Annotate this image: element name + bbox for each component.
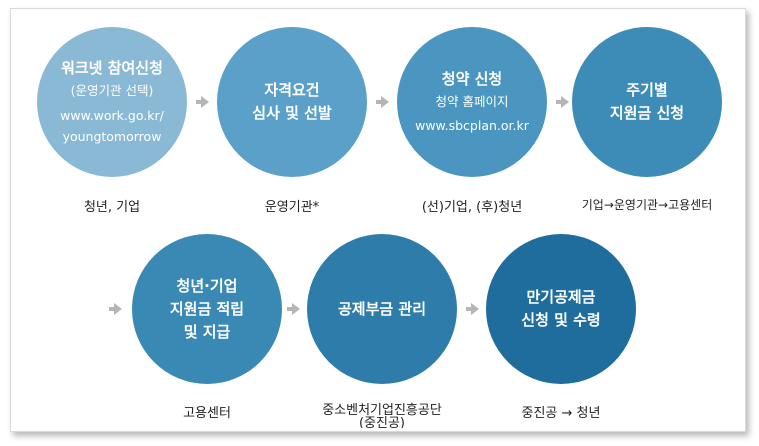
step-6-caption-extra: (중진공) xyxy=(358,416,406,428)
arrow-right-icon xyxy=(556,96,569,108)
step-2-caption: 운영기관* xyxy=(264,200,320,215)
step-circle-deduction-management: 공제부금 관리 xyxy=(307,234,457,384)
step-3-line-3: www.sbcplan.or.kr xyxy=(415,118,529,133)
step-5-caption: 고용센터 xyxy=(183,406,231,421)
step-circle-eligibility-screening: 자격요건 심사 및 선발 xyxy=(217,27,367,177)
step-5-line-1: 청년·기업 xyxy=(176,276,238,295)
arrow-right-icon xyxy=(196,96,209,108)
step-1-line-2: (운영기관 선택) xyxy=(70,83,154,98)
step-1-line-4: youngtomorrow xyxy=(62,129,162,144)
step-6-caption: 중소벤처기업진흥공단 xyxy=(322,403,442,418)
step-3-line-1: 청약 신청 xyxy=(441,70,503,88)
step-1-line-1: 워크넷 참여신청 xyxy=(61,59,163,77)
step-4-caption: 기업→운영기관→고용센터 xyxy=(581,198,713,212)
step-7-line-2: 신청 및 수령 xyxy=(521,311,601,329)
arrow-right-icon xyxy=(287,303,300,315)
step-7-caption: 중진공 → 청년 xyxy=(521,406,601,421)
step-circle-maturity-payment: 만기공제금 신청 및 수령 xyxy=(486,234,636,384)
arrow-right-icon xyxy=(109,303,122,315)
step-1-line-3: www.work.go.kr/ xyxy=(60,108,164,123)
step-2-line-2: 심사 및 선발 xyxy=(252,104,332,122)
arrow-right-icon xyxy=(376,96,389,108)
step-1-caption: 청년, 기업 xyxy=(83,200,141,215)
step-7-line-1: 만기공제금 xyxy=(526,288,596,306)
step-5-line-3: 및 지급 xyxy=(183,322,231,341)
step-circle-subscription-application: 청약 신청 청약 홈페이지 www.sbcplan.or.kr xyxy=(397,27,547,177)
step-4-line-2: 지원금 신청 xyxy=(609,104,685,122)
step-circle-worknet-application: 워크넷 참여신청 (운영기관 선택) www.work.go.kr/ young… xyxy=(37,27,187,177)
step-circle-subsidy-accumulation: 청년·기업 지원금 적립 및 지급 xyxy=(132,234,282,384)
step-4-line-1: 주기별 xyxy=(626,81,668,99)
step-3-caption: (선)기업, (후)청년 xyxy=(421,200,523,215)
process-diagram-frame: 워크넷 참여신청 (운영기관 선택) www.work.go.kr/ young… xyxy=(10,8,746,432)
step-circle-periodic-subsidy-application: 주기별 지원금 신청 xyxy=(572,27,722,177)
step-3-line-2: 청약 홈페이지 xyxy=(435,94,509,109)
step-6-line-1: 공제부금 관리 xyxy=(337,299,427,318)
arrow-right-icon xyxy=(466,303,479,315)
step-2-line-1: 자격요건 xyxy=(264,81,320,99)
step-5-line-2: 지원금 적립 xyxy=(169,299,245,318)
